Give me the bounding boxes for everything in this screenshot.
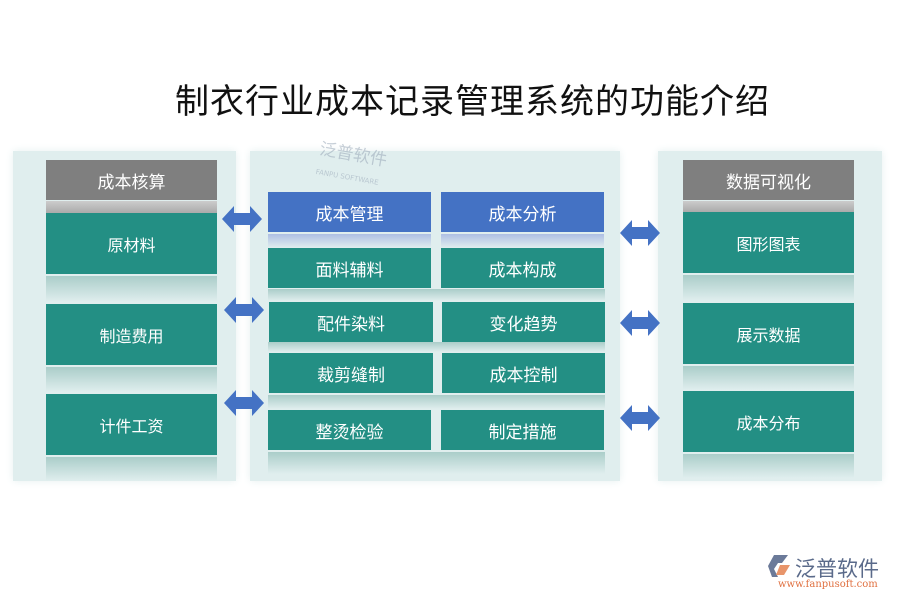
mid-item: 成本构成 <box>441 248 604 288</box>
left-item-raw-material: 原材料 <box>46 213 217 274</box>
mid-item: 配件染料 <box>269 302 433 342</box>
mid-item: 整烫检验 <box>268 410 431 450</box>
reflection <box>46 276 217 302</box>
reflection <box>441 234 604 248</box>
reflection <box>268 342 605 352</box>
reflection <box>268 289 605 301</box>
reflection <box>46 201 217 213</box>
reflection <box>683 366 854 390</box>
right-item-charts: 图形图表 <box>683 212 854 273</box>
reflection <box>46 367 217 392</box>
right-item-display-data: 展示数据 <box>683 303 854 364</box>
left-item-piece-wage: 计件工资 <box>46 394 217 455</box>
left-item-manufacturing-cost: 制造费用 <box>46 304 217 365</box>
double-arrow-icon <box>620 220 660 246</box>
mid-header-cost-analysis: 成本分析 <box>441 192 604 232</box>
right-item-cost-distribution: 成本分布 <box>683 391 854 452</box>
reflection <box>268 452 605 474</box>
double-arrow-icon <box>620 405 660 431</box>
logo-icon <box>768 555 790 577</box>
right-header: 数据可视化 <box>683 160 854 200</box>
left-header: 成本核算 <box>46 160 217 200</box>
mid-item: 制定措施 <box>441 410 604 450</box>
double-arrow-icon <box>224 297 264 323</box>
logo-brand: 泛普软件 <box>795 557 879 581</box>
double-arrow-icon <box>224 390 264 416</box>
reflection <box>46 457 217 481</box>
logo-url: www.fanpusoft.com <box>778 579 878 590</box>
reflection <box>268 395 605 409</box>
reflection <box>268 234 431 248</box>
reflection <box>683 454 854 478</box>
reflection <box>683 275 854 301</box>
mid-item: 裁剪缝制 <box>269 353 433 393</box>
reflection <box>683 201 854 212</box>
mid-item: 变化趋势 <box>442 302 605 342</box>
page-title: 制衣行业成本记录管理系统的功能介绍 <box>175 82 770 122</box>
mid-item: 成本控制 <box>442 353 605 393</box>
double-arrow-icon <box>222 206 262 232</box>
watermark-brand: 泛普软件 <box>317 139 389 171</box>
double-arrow-icon <box>620 310 660 336</box>
mid-header-cost-management: 成本管理 <box>268 192 431 232</box>
mid-item: 面料辅料 <box>268 248 431 288</box>
